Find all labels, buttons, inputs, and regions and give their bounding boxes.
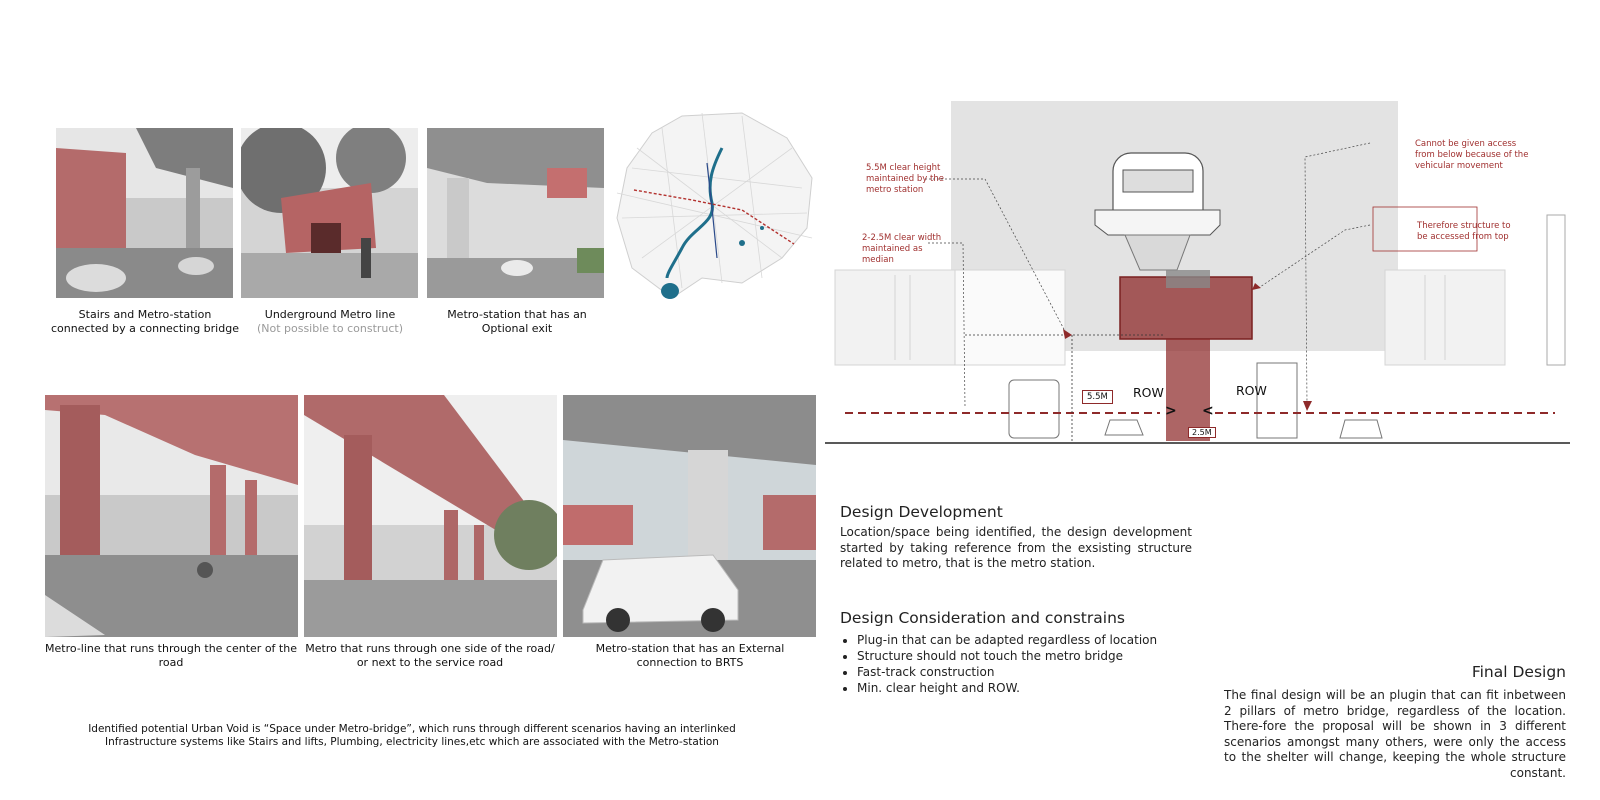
summary-text: Identified potential Urban Void is “Spac… [88,723,736,748]
caption-photo-3: Metro-station that has an Optional exit [447,308,587,335]
photo-center-road-metro [45,395,298,637]
caption-photo-1: Stairs and Metro-station connected by a … [51,308,239,335]
height-dimension: 5.5M [1082,390,1113,404]
list-item: Plug-in that can be adapted regardless o… [857,632,1217,648]
list-item: Structure should not touch the metro bri… [857,648,1217,664]
annotation-clear-height: 5.5M clear height maintained by the metr… [866,163,944,195]
design-consideration-list: Plug-in that can be adapted regardless o… [840,632,1217,696]
photo-optional-exit [427,128,604,298]
annotation-clear-width: 2-2.5M clear width maintained as median [862,233,942,265]
annotation-top-access: Therefore structure to be accessed from … [1417,221,1511,242]
list-item: Min. clear height and ROW. [857,680,1217,696]
svg-text:>: > [1165,403,1177,419]
photo-brts-connection [563,395,816,637]
list-item: Fast-track construction [857,664,1217,680]
caption-photo-5: Metro that runs through one side of the … [305,642,555,669]
svg-text:<: < [1202,403,1214,419]
row-right-label: ROW [1236,383,1267,398]
design-development-text: Location/space being identified, the des… [840,525,1192,570]
final-design-text: The final design will be an plugin that … [1224,688,1566,780]
caption-photo-6: Metro-station that has an External conne… [595,642,785,669]
final-design-title: Final Design [1471,663,1566,681]
design-development-title: Design Development [840,503,1003,521]
row-left-label: ROW [1133,385,1164,400]
caption-photo-2: Underground Metro line (Not possible to … [238,308,422,336]
city-map [612,108,820,308]
metro-section-drawing: > < [825,95,1570,465]
photo-stairs-bridge [56,128,233,298]
photo-underground-metro [241,128,418,298]
annotation-no-access: Cannot be given access from below becaus… [1415,139,1529,171]
design-consideration-title: Design Consideration and constrains [840,609,1125,627]
width-dimension: 2.5M [1188,427,1216,438]
caption-photo-4: Metro-line that runs through the center … [45,642,297,669]
photo-side-road-metro [304,395,557,637]
caption-photo-2-sub: (Not possible to construct) [256,322,404,335]
